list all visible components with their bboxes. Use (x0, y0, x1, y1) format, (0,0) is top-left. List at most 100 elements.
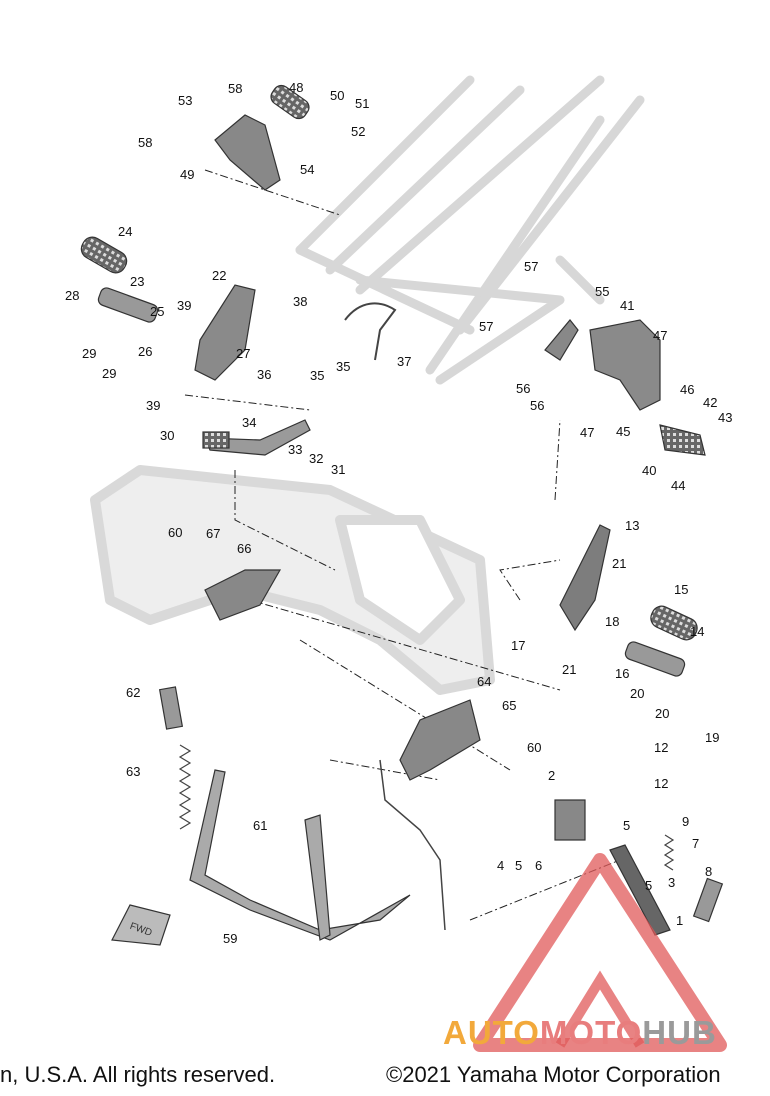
callout-51: 51 (355, 96, 369, 111)
callout-65: 65 (502, 698, 516, 713)
callout-64: 64 (477, 674, 491, 689)
callout-18: 18 (605, 614, 619, 629)
callout-52: 52 (351, 124, 365, 139)
frame-ghost (295, 75, 645, 385)
callout-16: 16 (615, 666, 629, 681)
copyright-left: n, U.S.A. All rights reserved. (0, 1062, 276, 1087)
callout-38: 38 (293, 294, 307, 309)
callout-37: 37 (397, 354, 411, 369)
callout-39: 39 (146, 398, 160, 413)
watermark-text: AUTOMOTOHUB (443, 1014, 717, 1052)
callout-12: 12 (654, 740, 668, 755)
callout-56: 56 (530, 398, 544, 413)
callout-30: 30 (160, 428, 174, 443)
callout-66: 66 (237, 541, 251, 556)
spring-7 (663, 834, 675, 871)
callout-6: 6 (535, 858, 542, 873)
logo-moto: MOTO (539, 1014, 643, 1051)
callout-29: 29 (102, 366, 116, 381)
callout-36: 36 (257, 367, 271, 382)
callout-39: 39 (177, 298, 191, 313)
callout-33: 33 (288, 442, 302, 457)
callout-31: 31 (331, 462, 345, 477)
callout-5: 5 (645, 878, 652, 893)
callout-26: 26 (138, 344, 152, 359)
stand-59 (189, 769, 411, 941)
callout-15: 15 (674, 582, 688, 597)
callout-50: 50 (330, 88, 344, 103)
callout-60: 60 (168, 525, 182, 540)
callout-41: 41 (620, 298, 634, 313)
rear-peg-48 (270, 84, 310, 120)
callout-8: 8 (705, 864, 712, 879)
callout-2: 2 (548, 768, 555, 783)
callout-25: 25 (150, 304, 164, 319)
callout-47: 47 (580, 425, 594, 440)
callout-54: 54 (300, 162, 314, 177)
callout-53: 53 (178, 93, 192, 108)
callout-9: 9 (682, 814, 689, 829)
callout-27: 27 (236, 346, 250, 361)
callout-56: 56 (516, 381, 530, 396)
swingarm-ghost (90, 465, 495, 695)
callout-32: 32 (309, 451, 323, 466)
callout-43: 43 (718, 410, 732, 425)
sleeve-63 (158, 686, 184, 730)
callout-1: 1 (676, 913, 683, 928)
callout-17: 17 (511, 638, 525, 653)
callout-12: 12 (654, 776, 668, 791)
callout-22: 22 (212, 268, 226, 283)
callout-35: 35 (310, 368, 324, 383)
callout-60: 60 (527, 740, 541, 755)
watermark-logo (473, 853, 727, 1052)
callout-61: 61 (253, 818, 267, 833)
callout-45: 45 (616, 424, 630, 439)
fwd-arrow (111, 904, 171, 946)
spring-62 (178, 744, 192, 830)
callout-58: 58 (228, 81, 242, 96)
side-stand-1 (609, 844, 671, 936)
logo-triangle (473, 853, 727, 1052)
copyright-right: ©2021 Yamaha Motor Corporation (386, 1062, 721, 1087)
callout-21: 21 (562, 662, 576, 677)
callout-24: 24 (118, 224, 132, 239)
callout-23: 23 (130, 274, 144, 289)
callout-14: 14 (690, 624, 704, 639)
callout-44: 44 (671, 478, 685, 493)
logo-auto: AUTO (443, 1014, 540, 1051)
callout-5: 5 (623, 818, 630, 833)
peg-40 (659, 424, 706, 456)
sensor-wire (379, 759, 446, 931)
callout-47: 47 (653, 328, 667, 343)
callout-57: 57 (524, 259, 538, 274)
callout-34: 34 (242, 415, 256, 430)
callout-40: 40 (642, 463, 656, 478)
peg-rubber-24 (80, 236, 128, 274)
sleeve-8 (692, 877, 724, 923)
callout-13: 13 (625, 518, 639, 533)
part-55 (544, 319, 579, 361)
callout-35: 35 (336, 359, 350, 374)
peg-23 (97, 287, 159, 323)
callout-28: 28 (65, 288, 79, 303)
bracket-64 (399, 699, 481, 781)
logo-hub: HUB (642, 1014, 717, 1051)
callout-3: 3 (668, 875, 675, 890)
callout-49: 49 (180, 167, 194, 182)
part-shapes (80, 84, 724, 946)
bracket-66 (204, 569, 282, 621)
callout-62: 62 (126, 685, 140, 700)
callout-4: 4 (497, 858, 504, 873)
rear-bracket-49 (214, 114, 281, 191)
callout-19: 19 (705, 730, 719, 745)
callout-58: 58 (138, 135, 152, 150)
callout-55: 55 (595, 284, 609, 299)
callout-59: 59 (223, 931, 237, 946)
callout-5: 5 (515, 858, 522, 873)
shift-lever-30 (204, 419, 311, 456)
callout-48: 48 (289, 80, 303, 95)
callout-29: 29 (82, 346, 96, 361)
bracket-2 (554, 799, 586, 841)
bracket-22 (194, 284, 256, 381)
